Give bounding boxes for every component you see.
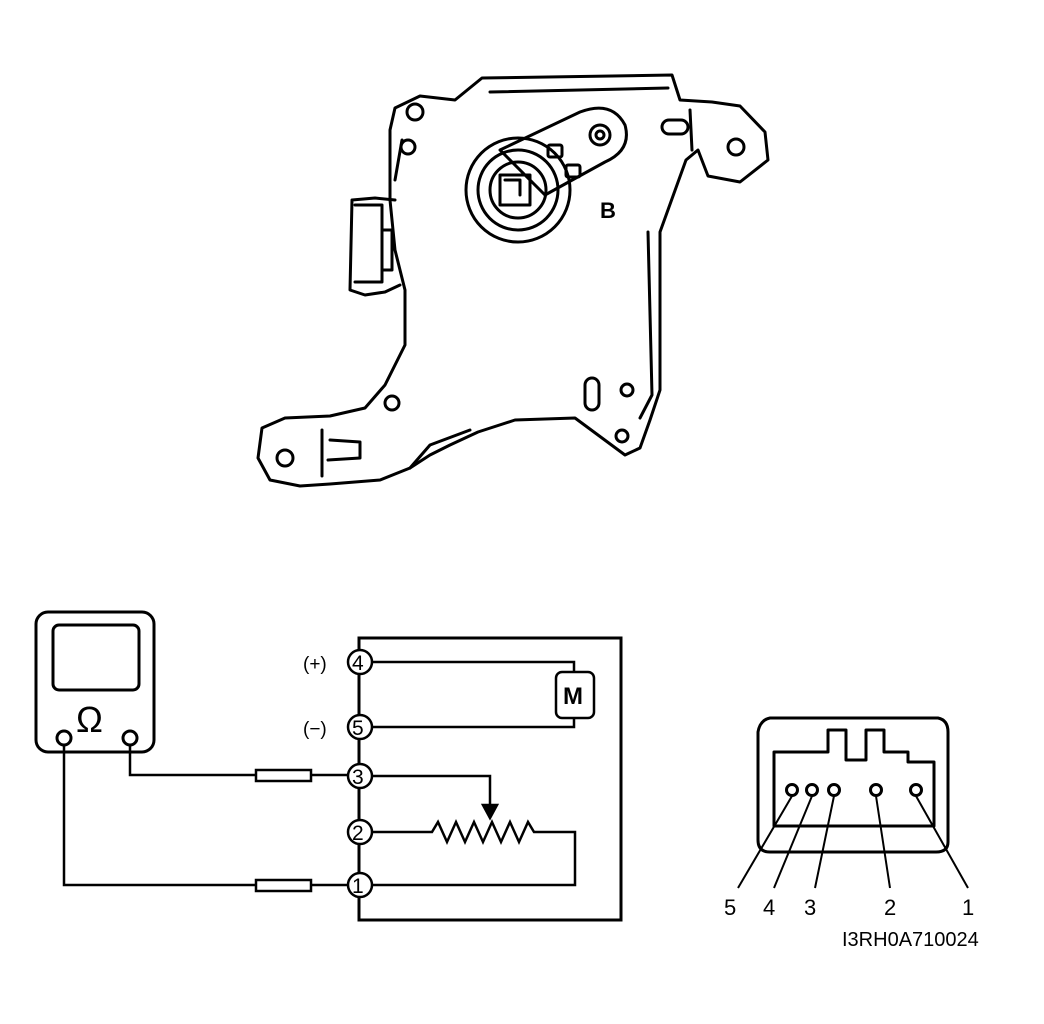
ohmmeter-body xyxy=(34,610,156,754)
mount-hole-left-bracket xyxy=(405,102,425,122)
connector-pin-5 xyxy=(785,783,799,797)
actuator-label: B xyxy=(600,198,616,223)
wire-2-resistor xyxy=(372,818,577,887)
connector-label-5: 5 xyxy=(724,895,736,920)
terminal-4-polarity: (+) xyxy=(303,654,327,675)
circuit-wiring xyxy=(372,660,596,887)
wire-3-wiper xyxy=(372,774,492,815)
motor-label: M xyxy=(563,683,583,710)
connector-pin-3 xyxy=(827,783,841,797)
terminal-2: 2 xyxy=(346,818,374,846)
lever-slot-1 xyxy=(546,143,564,159)
actuator-housing xyxy=(256,73,770,488)
terminal-1: 1 xyxy=(346,871,374,899)
connector-pin-2 xyxy=(869,783,883,797)
mount-hole-bottom-left xyxy=(383,394,401,412)
terminal-4-number: 4 xyxy=(352,652,364,675)
slot-bottom xyxy=(583,376,601,412)
output-shaft-inner xyxy=(488,160,548,220)
mount-hole-right-tab xyxy=(726,137,746,157)
output-shaft-ring xyxy=(476,148,560,232)
terminal-5-number: 5 xyxy=(352,717,364,740)
wiper-arrow xyxy=(480,803,500,821)
housing-edge-rib xyxy=(688,108,694,152)
motor-body xyxy=(554,670,596,720)
connector-housing-lip xyxy=(380,228,394,272)
terminal-4: 4 (+) xyxy=(303,648,374,676)
lever-arm xyxy=(498,106,628,197)
bottom-clip xyxy=(320,428,362,478)
probe-tip-3 xyxy=(254,768,313,783)
mount-hole-top-left xyxy=(399,138,417,156)
output-shaft-key xyxy=(498,173,532,207)
lever-pivot-hole xyxy=(588,123,612,147)
output-shaft-outer xyxy=(464,136,572,244)
ohmmeter-probe-jack-right xyxy=(121,729,139,747)
terminal-5-polarity: (−) xyxy=(303,719,327,740)
lever-pivot-pin xyxy=(594,129,606,141)
wire-5-to-motor xyxy=(372,717,576,729)
terminal-3: 3 xyxy=(346,762,374,790)
ohmmeter-probe-jack-left xyxy=(55,729,73,747)
probe-tip-1 xyxy=(254,878,313,893)
lead-to-terminal-3 xyxy=(128,745,256,777)
mount-hole-bottom-right xyxy=(619,382,635,398)
terminal-3-number: 3 xyxy=(352,766,364,789)
wire-4-to-motor xyxy=(372,660,576,672)
mount-hole-bottom-tab xyxy=(275,448,295,468)
connector-pin-1 xyxy=(909,783,923,797)
housing-edge-bottom xyxy=(408,428,472,470)
connector-outer-shell xyxy=(756,716,950,854)
housing-edge-top xyxy=(488,86,670,94)
slot-right-top xyxy=(660,118,690,136)
terminal-1-number: 1 xyxy=(352,875,364,898)
mount-hole-lower xyxy=(614,428,630,444)
ohmmeter-display xyxy=(51,623,141,692)
probe-leads xyxy=(62,745,348,893)
actuator-illustration xyxy=(256,73,770,488)
output-shaft-slot xyxy=(503,178,522,197)
connector-leader-lines xyxy=(737,795,969,889)
connector-face xyxy=(756,716,950,854)
connector-label-3: 3 xyxy=(804,895,816,920)
connector-pin-4 xyxy=(805,783,819,797)
connector-label-4: 4 xyxy=(763,895,775,920)
connector-housing xyxy=(348,196,402,297)
terminal-2-number: 2 xyxy=(352,822,364,845)
connector-inner-cavity xyxy=(772,728,936,828)
connector-label-1: 1 xyxy=(962,895,974,920)
housing-edge-right xyxy=(638,230,654,420)
lead-to-terminal-1 xyxy=(62,745,256,887)
connector-housing-inner xyxy=(353,203,384,284)
figure-code: I3RH0A710024 xyxy=(842,929,979,951)
terminal-5: 5 (−) xyxy=(303,713,374,741)
connector-label-2: 2 xyxy=(884,895,896,920)
ohmmeter-symbol: Ω xyxy=(76,699,103,740)
